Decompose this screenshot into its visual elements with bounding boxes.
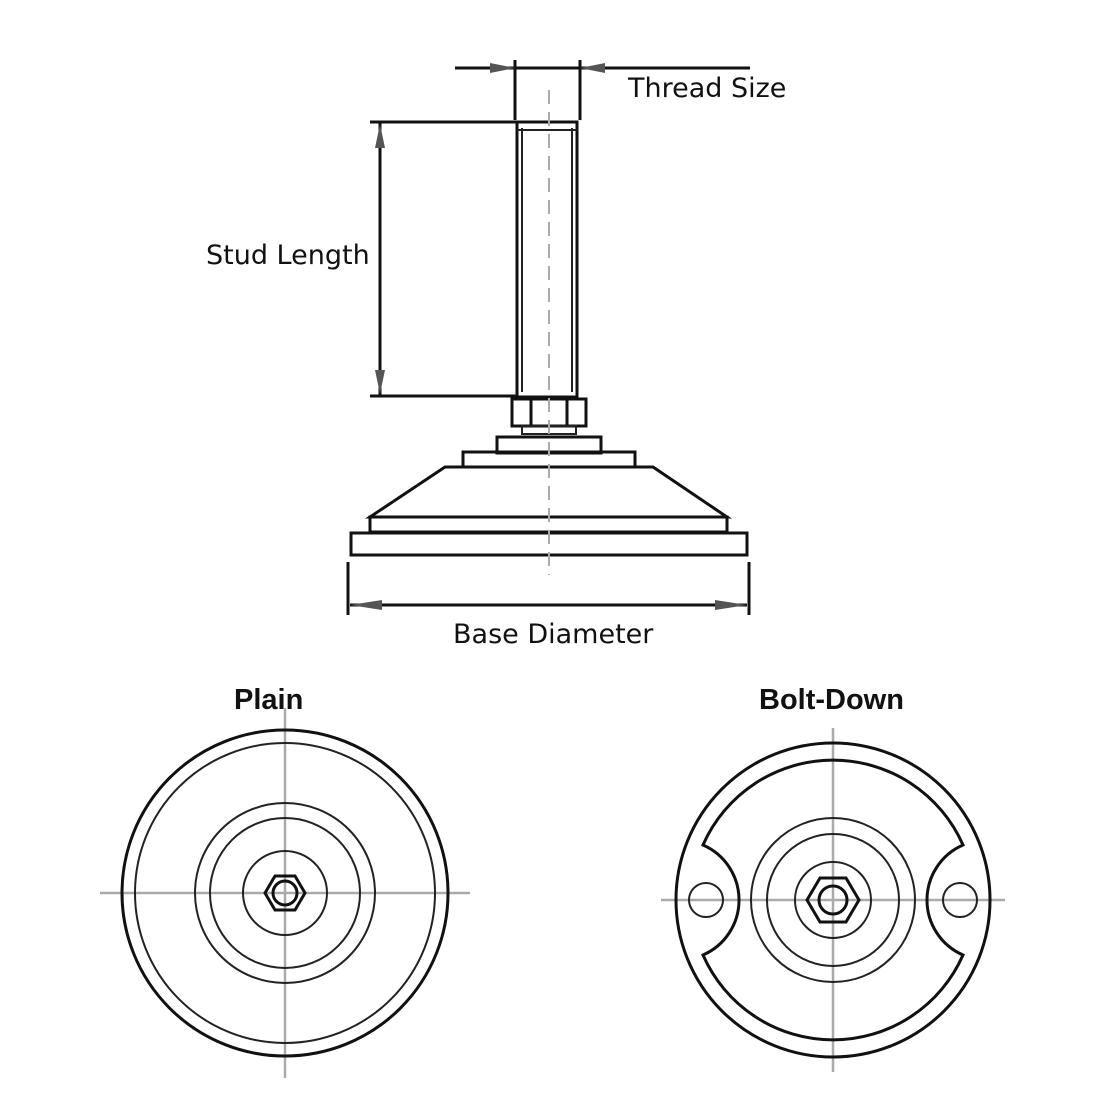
- hex-icon: [263, 874, 307, 912]
- arrow-icon: [715, 600, 747, 610]
- base-diameter-label: Base Diameter: [453, 619, 654, 650]
- arrow-icon: [375, 124, 385, 148]
- arrow-icon: [580, 63, 605, 73]
- outer-rim: [120, 728, 450, 1058]
- hex-icon: [805, 876, 861, 924]
- bolt-down-view-title: Bolt-Down: [759, 684, 904, 716]
- arrow-icon: [350, 600, 382, 610]
- arrow-icon: [375, 370, 385, 394]
- stud-length-label: Stud Length: [206, 240, 370, 271]
- threaded-stud: [515, 120, 579, 399]
- outer-rim: [674, 741, 992, 1059]
- bolt-hole: [942, 882, 978, 918]
- plain-view-title: Plain: [234, 684, 304, 716]
- plain-top-view: [100, 708, 470, 1078]
- thread-size-label: Thread Size: [628, 73, 787, 104]
- bolt-hole: [688, 882, 724, 918]
- arrow-icon: [490, 63, 515, 73]
- bolt-down-top-view: [661, 728, 1005, 1072]
- side-view: [346, 60, 751, 615]
- slotted-flange: [701, 758, 965, 1042]
